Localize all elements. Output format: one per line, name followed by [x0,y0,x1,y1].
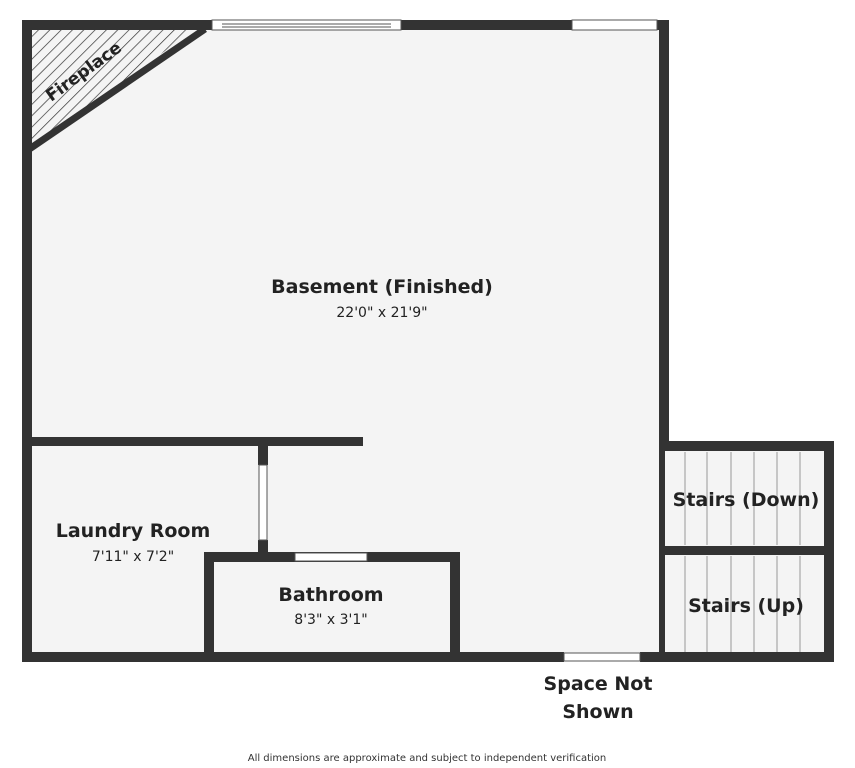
stairs-down-label: Stairs (Down) [673,489,820,511]
wall-bottom-right [640,652,834,662]
wall-left [22,20,32,662]
wall-stairs-top [659,441,834,451]
wall-bath-left [204,552,214,662]
window-top-right [571,19,658,31]
window-top-left [211,19,402,31]
disclaimer-text: All dimensions are approximate and subje… [248,753,607,764]
laundry-doorway [258,464,268,541]
wall-laundry-right-lower [258,540,268,558]
stairs-up-label: Stairs (Up) [688,595,804,617]
laundry-name: Laundry Room [56,520,211,542]
wall-laundry-right-upper [258,437,268,465]
openings [211,19,658,662]
stair-treads [684,452,801,652]
laundry-dimensions: 7'11" x 7'2" [92,549,174,565]
basement-name: Basement (Finished) [271,276,493,298]
wall-bottom-left [22,652,564,662]
fireplace-wall [26,26,207,153]
space-not-shown-line1: Space Not [544,673,653,695]
space-not-shown-line2: Shown [562,701,633,723]
wall-stairs-divider [659,546,834,555]
bathroom-dimensions: 8'3" x 3'1" [294,612,367,628]
wall-laundry-top [22,437,363,446]
wall-bath-right [450,552,460,662]
bathroom-name: Bathroom [278,584,383,606]
bottom-doorway [563,652,641,662]
bathroom-doorway [294,552,368,562]
wall-right-upper [659,20,669,450]
basement-dimensions: 22'0" x 21'9" [336,305,427,321]
basement-floor [27,25,664,657]
